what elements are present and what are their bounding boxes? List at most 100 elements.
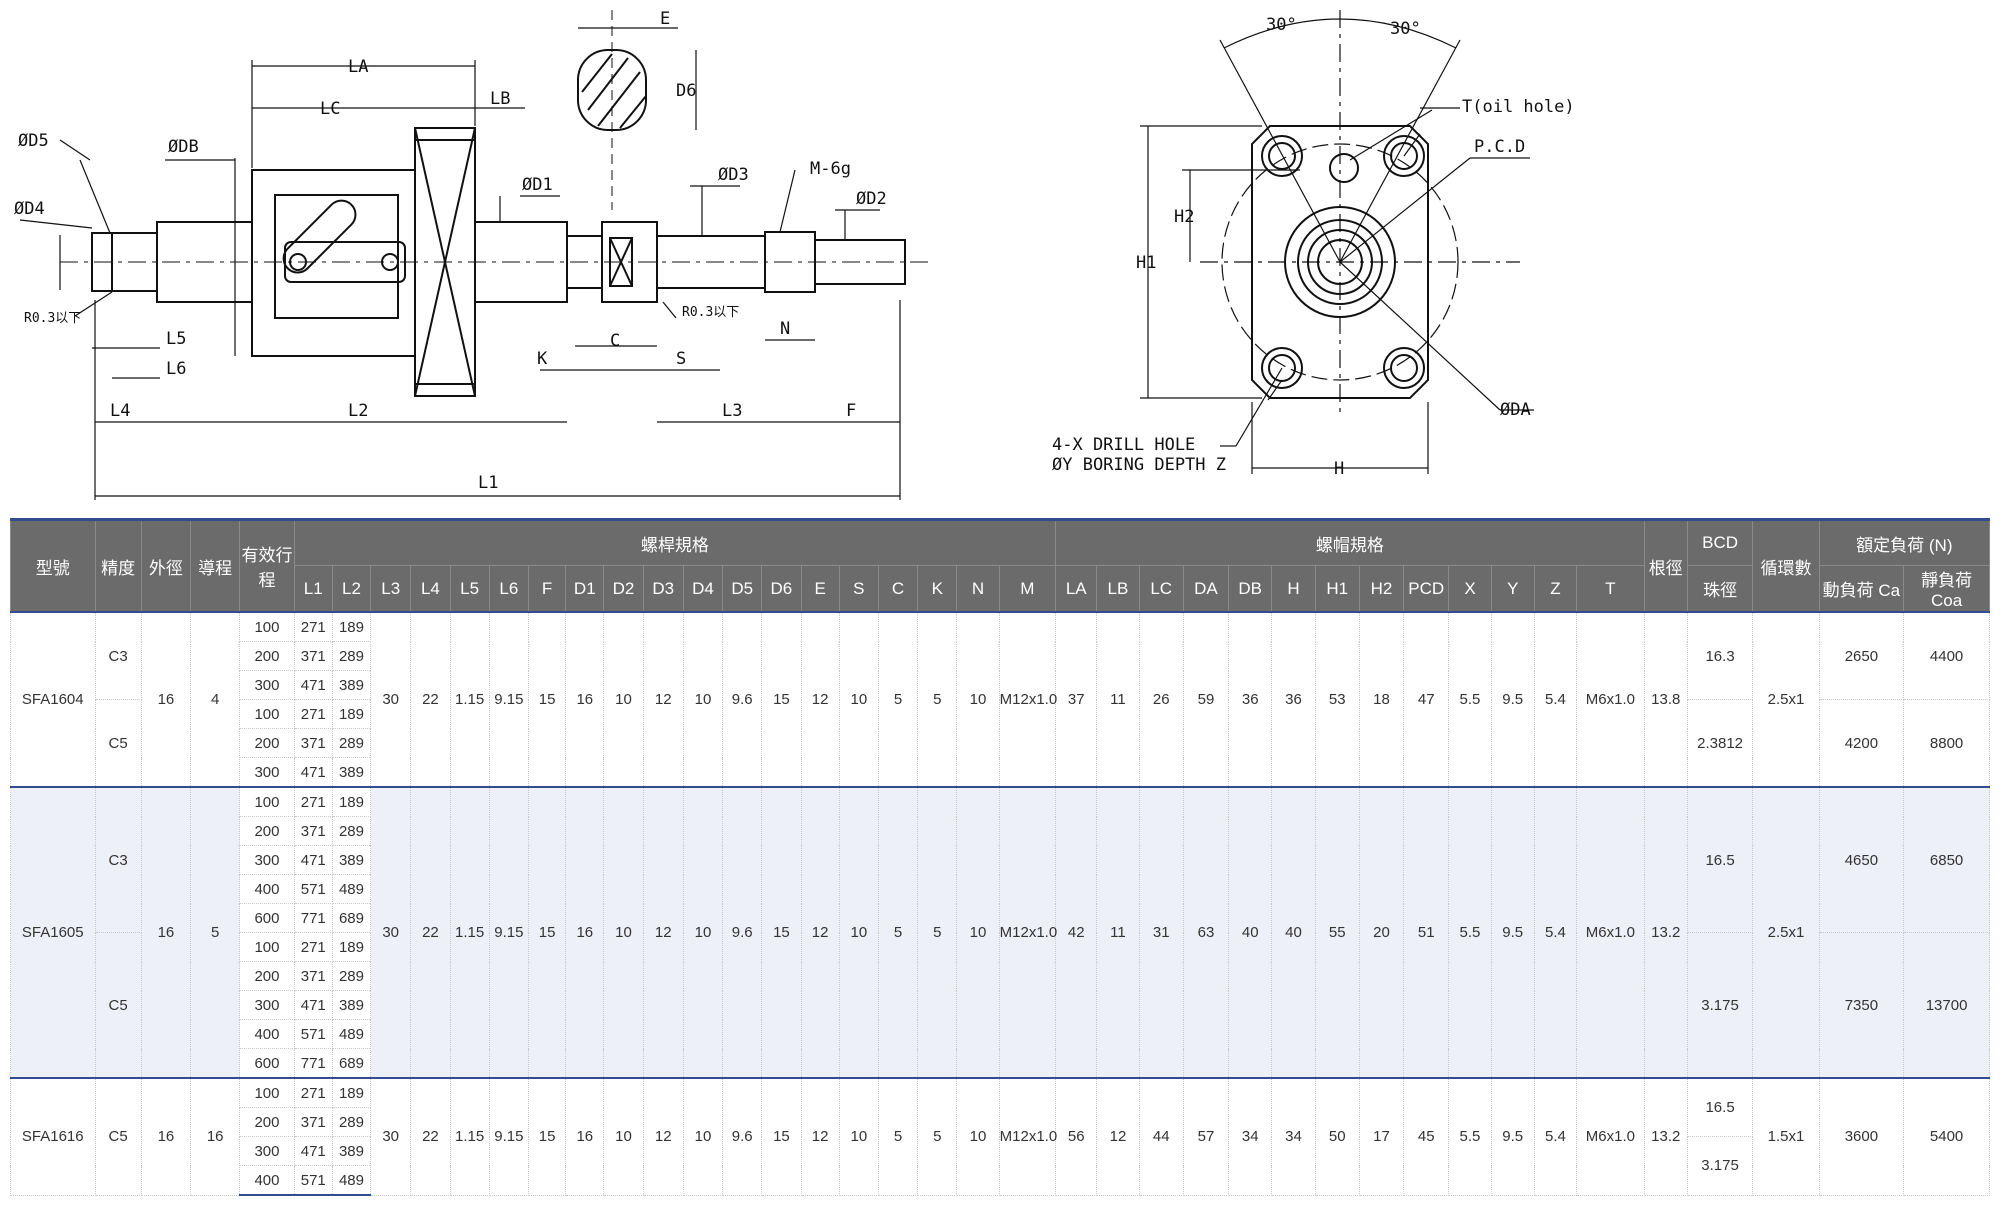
cell-screw-n: 10	[956, 1077, 1000, 1196]
cell-l2: 289	[331, 641, 372, 671]
cell-l1: 571	[293, 1019, 333, 1049]
cell-screw-d4: 10	[682, 786, 724, 1079]
cell-l1: 371	[293, 816, 333, 846]
cell-od: 16	[140, 611, 192, 788]
cell-l1: 371	[293, 961, 333, 991]
cell-nut-t: M6x1.0	[1576, 786, 1645, 1079]
cell-model: SFA1616	[10, 1077, 96, 1196]
cell-stroke: 100	[239, 932, 295, 962]
cell-nut-t: M6x1.0	[1576, 1077, 1645, 1196]
col-od: 外徑	[140, 518, 192, 613]
cell-nut-db: 36	[1228, 611, 1273, 788]
cell-l1: 471	[293, 845, 333, 875]
cell-l1: 771	[293, 1048, 333, 1079]
cell-l1: 771	[293, 903, 333, 933]
cell-stroke: 100	[239, 611, 295, 642]
cell-l2: 289	[331, 1107, 372, 1137]
label-boring-depth: ØY BORING DEPTH Z	[1052, 455, 1226, 475]
cell-screw-l6: 9.15	[488, 786, 529, 1079]
col-screw-l2: L2	[331, 565, 372, 613]
label-d3: ØD3	[718, 165, 749, 185]
cell-screw-d2: 10	[603, 1077, 644, 1196]
label-la: LA	[348, 57, 368, 77]
cell-l2: 689	[331, 903, 372, 933]
cell-l1: 471	[293, 757, 333, 788]
cell-nut-pcd: 45	[1403, 1077, 1450, 1196]
cell-dynamic-load: 2650	[1818, 611, 1905, 700]
label-l6: L6	[166, 359, 186, 379]
cell-static-load: 5400	[1903, 1077, 1990, 1196]
cell-screw-d5: 9.6	[722, 1077, 763, 1196]
cell-circuits: 2.5x1	[1752, 786, 1820, 1079]
label-f: F	[846, 401, 856, 421]
col-rated: 額定負荷 (N)	[1818, 518, 1991, 566]
cell-screw-f: 15	[527, 786, 567, 1079]
cell-nut-lb: 11	[1096, 611, 1140, 788]
col-stat: 靜負荷 Coa	[1903, 565, 1990, 613]
cell-screw-d1: 16	[565, 611, 605, 788]
cell-nut-lc: 44	[1138, 1077, 1184, 1196]
cell-ball: 3.175	[1686, 932, 1754, 1079]
cell-screw-d4: 10	[682, 1077, 724, 1196]
cell-screw-d1: 16	[565, 1077, 605, 1196]
cell-screw-l4: 22	[410, 611, 451, 788]
col-nut-db: DB	[1228, 565, 1273, 613]
cell-l1: 371	[293, 1107, 333, 1137]
col-nut-pcd: PCD	[1403, 565, 1450, 613]
cell-l2: 489	[331, 874, 372, 904]
cell-nut-x: 5.5	[1448, 786, 1492, 1079]
col-screw-l6: L6	[488, 565, 529, 613]
side-view-drawing: LA LC LB E D6 ØD5 ØD4 ØDB ØD1 ØD3 M-6g Ø…	[14, 9, 930, 500]
cell-nut-h1: 53	[1314, 611, 1360, 788]
cell-nut-x: 5.5	[1448, 611, 1492, 788]
col-nut-da: DA	[1182, 565, 1230, 613]
cell-nut-da: 59	[1182, 611, 1230, 788]
cell-precision: C5	[94, 699, 142, 788]
cell-nut-la: 37	[1055, 611, 1098, 788]
label-drill-hole: 4-X DRILL HOLE	[1052, 435, 1195, 455]
cell-stroke: 400	[239, 874, 295, 904]
cell-model: SFA1604	[10, 611, 96, 788]
col-nut-x: X	[1448, 565, 1492, 613]
cell-nut-y: 9.5	[1490, 611, 1535, 788]
col-screw-d4: D4	[682, 565, 724, 613]
cell-screw-k: 5	[917, 611, 958, 788]
col-root: 根徑	[1643, 518, 1688, 613]
cell-nut-t: M6x1.0	[1576, 611, 1645, 788]
cell-l1: 571	[293, 874, 333, 904]
cell-l1: 271	[293, 699, 333, 729]
cell-l2: 389	[331, 845, 372, 875]
label-lc: LC	[320, 99, 340, 119]
cell-screw-e: 12	[800, 786, 840, 1079]
col-screw-k: K	[917, 565, 958, 613]
cell-screw-l6: 9.15	[488, 611, 529, 788]
col-nut-h: H	[1271, 565, 1316, 613]
cell-screw-k: 5	[917, 1077, 958, 1196]
cell-dynamic-load: 7350	[1818, 932, 1905, 1079]
cell-static-load: 13700	[1903, 932, 1990, 1079]
cell-nut-lb: 12	[1096, 1077, 1140, 1196]
cell-dynamic-load: 4200	[1818, 699, 1905, 788]
cell-screw-s: 10	[838, 1077, 879, 1196]
cell-screw-d6: 15	[761, 786, 802, 1079]
label-h2: H2	[1174, 207, 1194, 227]
cell-root: 13.2	[1643, 1077, 1688, 1196]
spec-table: 型號 精度 外徑 導程 有效行程 螺桿規格 螺帽規格 根徑 BCD 循環數 額定…	[10, 518, 1991, 1196]
cell-screw-m: M12x1.0	[998, 1077, 1057, 1196]
cell-screw-s: 10	[838, 611, 879, 788]
col-nut-h2: H2	[1358, 565, 1405, 613]
cell-nut-h2: 18	[1358, 611, 1405, 788]
cell-nut-x: 5.5	[1448, 1077, 1492, 1196]
cell-lead: 16	[190, 1077, 241, 1196]
cell-l1: 371	[293, 728, 333, 758]
cell-nut-h1: 55	[1314, 786, 1360, 1079]
cell-nut-lb: 11	[1096, 786, 1140, 1079]
label-h: H	[1334, 459, 1344, 479]
